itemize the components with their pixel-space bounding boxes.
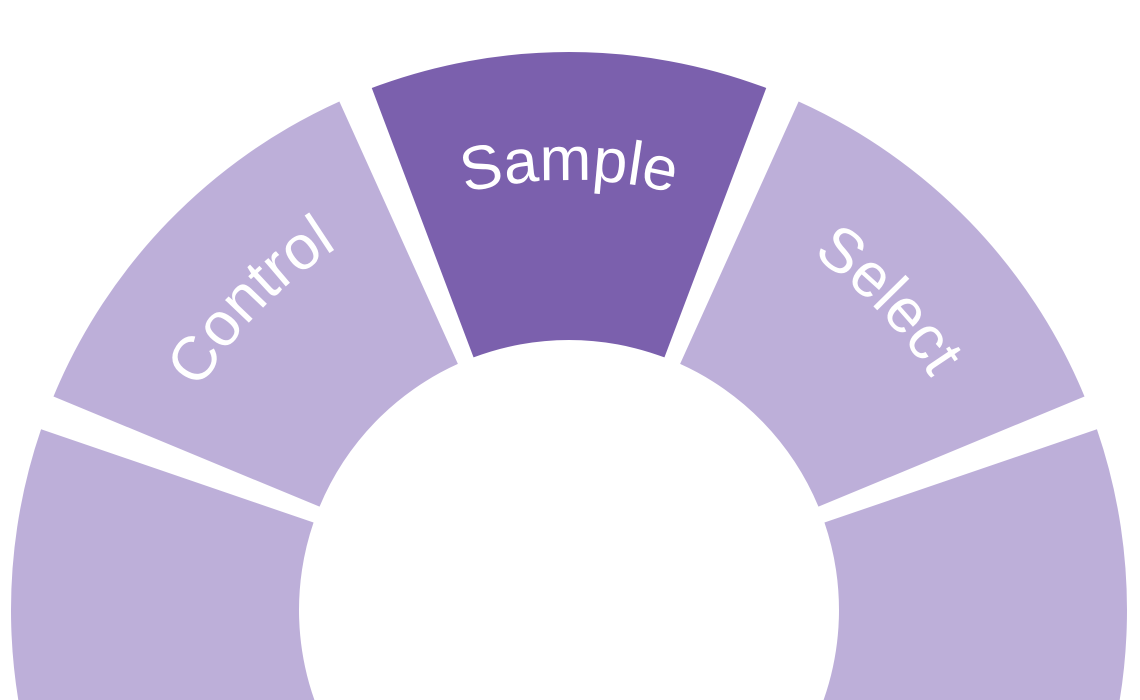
segments-group (11, 51, 1127, 700)
donut-segment-sample[interactable] (371, 51, 767, 358)
donut-segment-control[interactable] (53, 101, 458, 507)
donut-segment-lower-left[interactable] (11, 429, 320, 700)
donut-segment-select[interactable] (680, 101, 1085, 507)
donut-segment-lower-right[interactable] (818, 429, 1127, 700)
segment-label-text-sample: Sample (454, 125, 684, 206)
segment-label-sample: Sample (454, 125, 684, 206)
